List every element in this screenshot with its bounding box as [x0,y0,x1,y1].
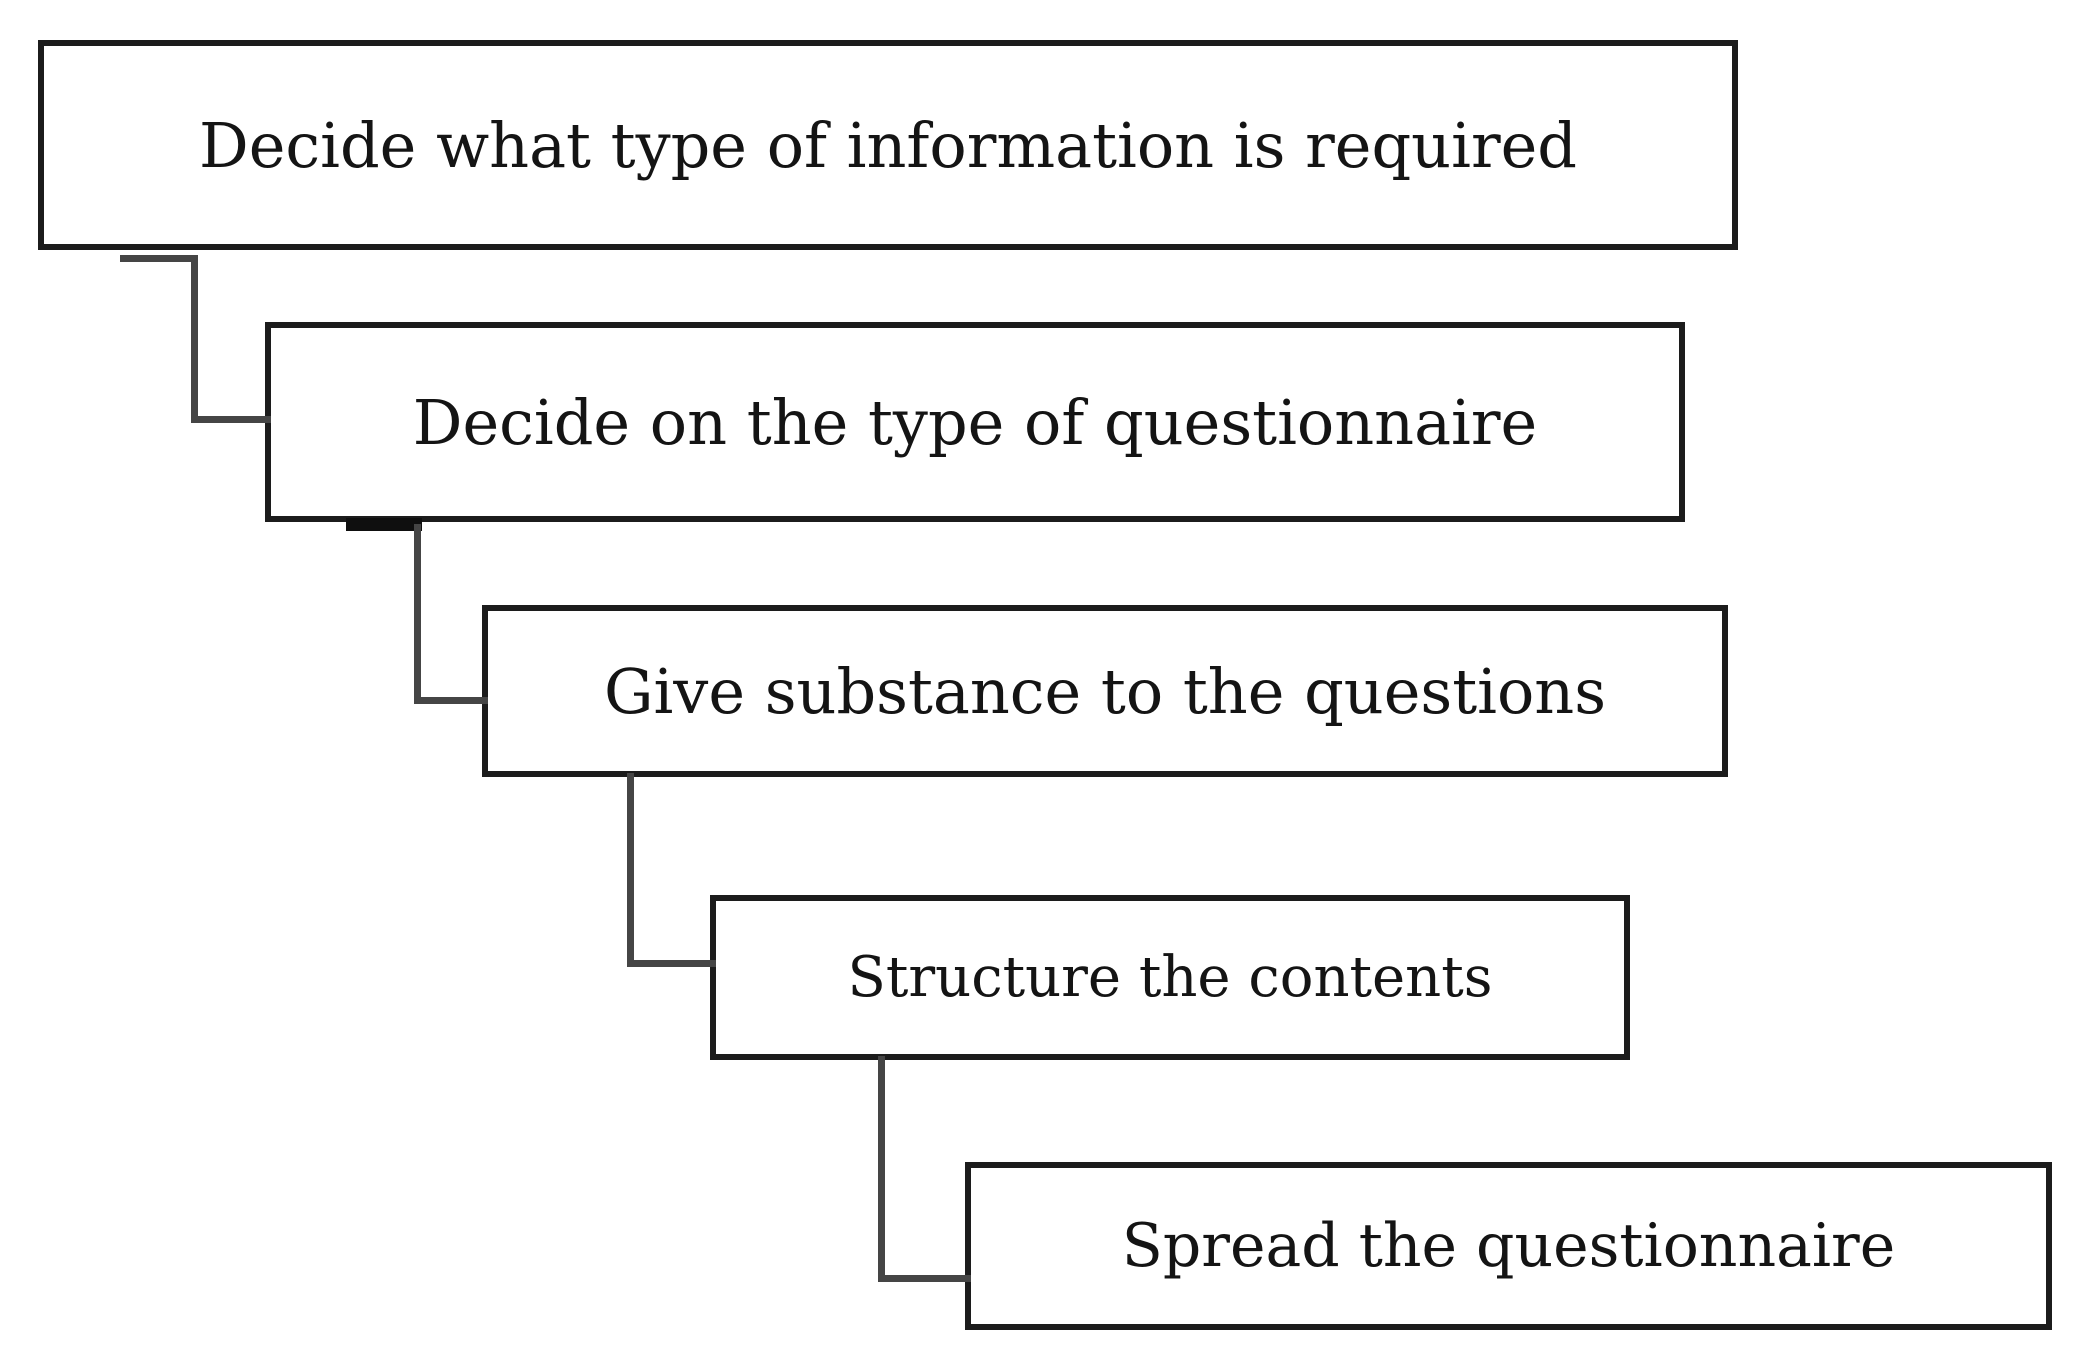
step-box-2: Decide on the type of questionnaire [265,322,1685,522]
connector-4-horizontal-segment [878,1275,971,1282]
step-box-1: Decide what type of information is requi… [38,40,1738,250]
connector-4-vertical-segment [878,1056,885,1282]
step-label-3: Give substance to the questions [603,654,1607,728]
step-label-2: Decide on the type of questionnaire [412,385,1538,459]
connector-1-vertical-segment [191,255,198,423]
connector-2-horizontal-segment [414,697,488,704]
step-label-5: Spread the questionnaire [1121,1211,1896,1281]
connector-2-vertical-segment [414,524,421,704]
step-box-5: Spread the questionnaire [965,1162,2052,1330]
connector-3-horizontal-segment [627,960,716,967]
step-box-3: Give substance to the questions [482,605,1728,777]
connector-3-vertical-segment [627,773,634,967]
connector-1-horizontal-segment [191,416,271,423]
connector-1-stub-segment [120,255,198,262]
step-label-1: Decide what type of information is requi… [199,108,1577,182]
connector-2-stub-segment [346,518,422,531]
step-box-4: Structure the contents [710,895,1630,1060]
step-label-4: Structure the contents [847,945,1493,1010]
